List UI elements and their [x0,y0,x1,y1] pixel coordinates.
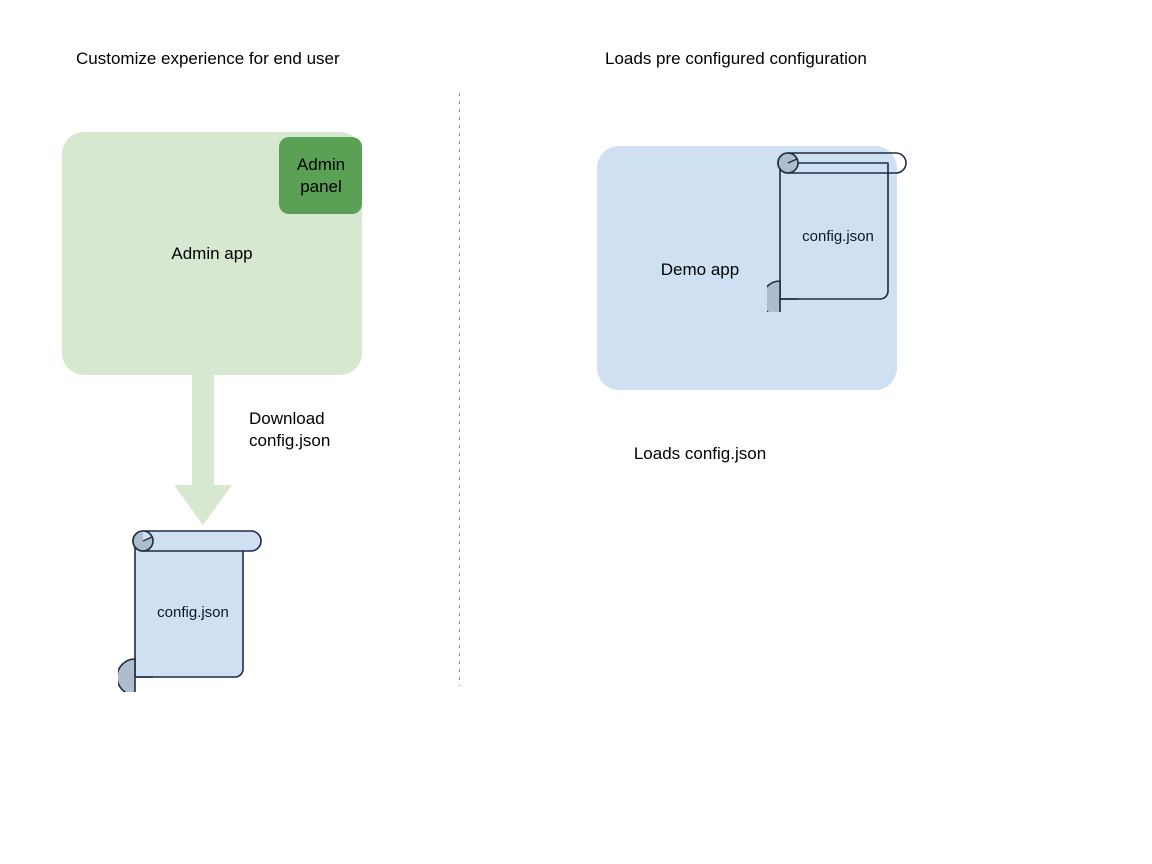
download-arrow-label: Download config.json [249,409,331,450]
admin-panel-box[interactable] [279,137,362,214]
right-panel-title: Loads pre configured configuration [605,49,867,68]
demo-app-label: Demo app [660,260,740,279]
demo-app-box[interactable] [597,146,897,390]
config-json-label-left: config.json [157,604,229,621]
config-json-document-left[interactable] [118,528,268,692]
download-arrow-icon [174,373,232,525]
config-json-label-right: config.json [802,228,874,245]
left-panel-title: Customize experience for end user [76,49,340,68]
loads-config-caption: Loads config.json [633,444,767,463]
admin-app-label: Admin app [171,244,253,263]
admin-panel-label: Admin panel [296,155,346,196]
config-json-document-right[interactable] [767,150,913,312]
panel-divider [459,93,460,686]
